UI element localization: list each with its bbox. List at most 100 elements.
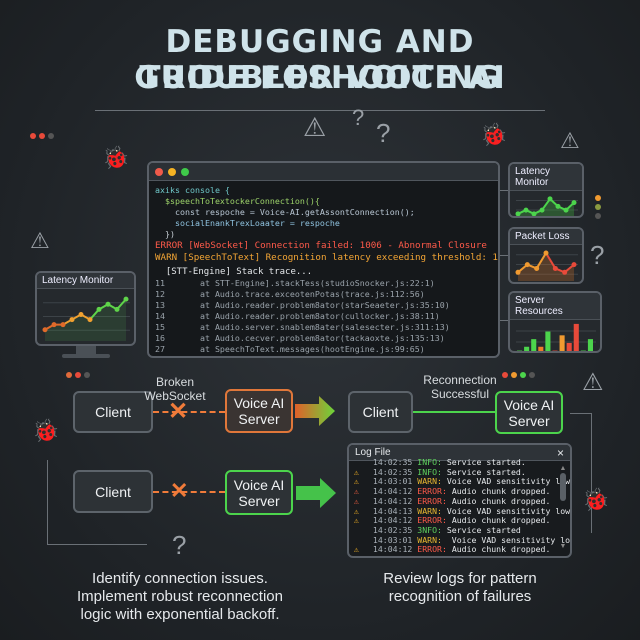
console-line: 27 at SpeechToText.messages(hootEngine.j… <box>155 344 425 354</box>
close-icon[interactable]: × <box>556 445 564 460</box>
chart-bar <box>517 350 523 351</box>
maximize-dot[interactable] <box>181 167 189 176</box>
chart-point <box>531 211 537 216</box>
log-message: Audio chunk dropped. <box>446 486 551 497</box>
panel-title: Latency Monitor <box>510 164 582 191</box>
log-message: Audio chunk dropped. <box>446 544 551 554</box>
status-dots <box>30 133 54 139</box>
log-time: 14:02:35 <box>368 458 413 467</box>
log-entry: ⚠ 14:04:12 ERROR: Audio chunk dropped. <box>354 486 570 497</box>
minimize-dot[interactable] <box>168 167 176 176</box>
chart-point <box>105 301 111 307</box>
chart-area <box>518 198 574 216</box>
console-line: 18 at More-Engine].Process... <box>155 355 492 356</box>
arrow-right-icon <box>296 478 336 508</box>
warning-icon: ⚠ <box>354 495 359 506</box>
caption-right: Review logs for pattern recognition of f… <box>383 570 537 605</box>
log-entry: 14:02:35 INFO: Service started. <box>354 458 570 468</box>
close-dot[interactable] <box>155 167 163 176</box>
log-level: INFO: <box>412 458 442 467</box>
log-time: 14:02:35 <box>368 466 413 477</box>
latency-chart <box>515 196 578 216</box>
chart-point <box>42 327 48 333</box>
bug-icon: 🐞 <box>582 487 610 512</box>
question-icon: ? <box>590 240 605 270</box>
log-level: ERROR: <box>412 544 447 554</box>
chart-point <box>96 306 102 312</box>
chart-point <box>539 207 545 213</box>
chart-point <box>534 265 540 271</box>
chart-area <box>518 253 574 281</box>
client-box-row2: Client <box>73 470 153 513</box>
log-time: 14:03:01 <box>368 534 413 545</box>
chart-area <box>45 299 126 341</box>
panel-title: Latency Monitor <box>37 273 134 289</box>
wire <box>500 255 508 256</box>
console-window: axiks console { $speechToTextockerConnec… <box>147 161 500 358</box>
broken-x-icon: ✕ <box>170 478 189 503</box>
log-level: ERROR: <box>412 486 447 497</box>
scrollbar[interactable]: ▲ ▼ <box>559 465 567 555</box>
scroll-down-icon[interactable]: ▼ <box>559 543 567 550</box>
latency-chart <box>42 296 130 341</box>
log-entry: ⚠ 14:02:35 INFO: Service started. <box>354 466 570 478</box>
log-time: 14:04:13 <box>368 505 413 516</box>
client-box: Client <box>73 391 153 433</box>
title-line-2: GUIDE FOR VOICE AI <box>134 60 506 96</box>
log-entry: ⚠ 14:04:12 ERROR: Audio chunk dropped. <box>354 544 570 554</box>
chart-bar <box>573 323 579 351</box>
log-level: INFO: <box>412 466 442 477</box>
packet-loss-panel: Packet Loss <box>508 227 584 284</box>
log-message: Service started. <box>441 466 526 477</box>
log-time: 14:04:12 <box>368 495 413 506</box>
log-time: 14:03:01 <box>368 476 413 487</box>
chart-segment <box>535 252 547 269</box>
log-message: Voice VAD sensitivity low <box>441 505 570 516</box>
warning-icon: ⚠ <box>354 544 359 554</box>
chart-bar <box>524 346 530 351</box>
chart-point <box>60 322 66 328</box>
chart-bar <box>580 350 586 351</box>
voice-ai-server-box-ok: Voice AI Server <box>495 391 563 434</box>
caption-left: Identify connection issues. Implement ro… <box>77 570 283 623</box>
scrollbar-thumb[interactable] <box>560 473 566 501</box>
warning-icon: ⚠ <box>303 112 327 142</box>
log-entry: ⚠ 14:04:13 WARN: Voice VAD sensitivity l… <box>354 505 570 517</box>
console-line: const respoche = Voice-AI.getAssontConne… <box>155 207 415 217</box>
log-level: ERROR: <box>412 515 447 526</box>
status-dots <box>66 372 90 378</box>
monitor-base <box>62 354 110 358</box>
log-message: Audio chunk dropped. <box>446 515 551 526</box>
warning-icon: ⚠ <box>30 228 50 253</box>
chart-bar <box>552 350 558 351</box>
voice-ai-server-box-row2: Voice AI Server <box>225 470 293 515</box>
log-level: WARN: <box>412 476 442 487</box>
wire <box>95 110 545 162</box>
chart-bar <box>545 331 551 351</box>
warning-icon: ⚠ <box>354 486 359 497</box>
log-entry: ⚠ 14:04:12 ERROR: Audio chunk dropped. <box>354 495 570 507</box>
client-box-2: Client <box>348 391 413 433</box>
warning-icon: ⚠ <box>560 128 580 153</box>
monitor-stand <box>76 346 96 354</box>
chart-segment <box>545 252 557 269</box>
console-line: [STT-Engine] Stack trace... <box>155 267 313 277</box>
chart-point <box>515 269 521 275</box>
console-line: 12 at Audio.trace.exceotenPotas(trace.js… <box>155 289 425 299</box>
latency-monitor-left: Latency Monitor <box>35 271 136 346</box>
log-level: WARN: <box>412 534 442 545</box>
warning-icon: ⚠ <box>354 515 359 526</box>
scroll-up-icon[interactable]: ▲ <box>559 465 567 472</box>
chart-point <box>543 250 549 256</box>
chart-point <box>562 269 568 275</box>
console-line: 11 at STT-Engine].stackTess(studioSnocke… <box>155 278 435 288</box>
chart-point <box>524 262 530 268</box>
chart-bar <box>566 342 572 351</box>
log-entry: 14:02:35 3NFO: Service started <box>354 524 570 536</box>
log-titlebar: Log File × <box>349 445 570 461</box>
connection-line-ok <box>413 411 495 413</box>
log-level: 3NFO: <box>412 524 442 535</box>
console-line: $speechToTextockerConnection(){ <box>155 196 320 206</box>
console-line: 14 at Audio.reader.problem8ator(cullocke… <box>155 311 440 321</box>
warning-icon: ⚠ <box>354 476 359 487</box>
